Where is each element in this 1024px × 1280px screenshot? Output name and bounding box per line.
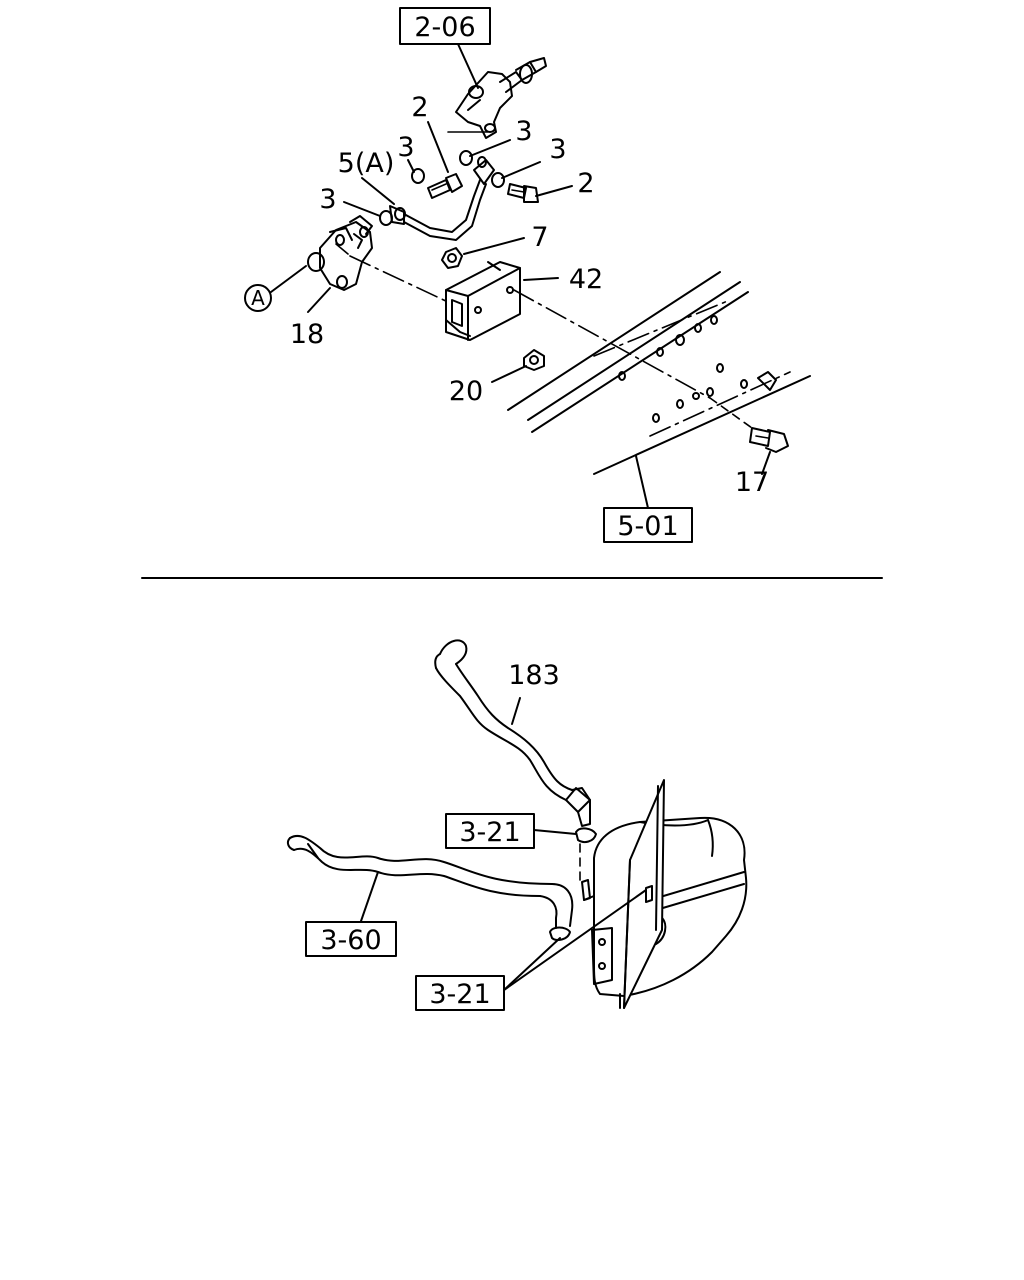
bracket-18 — [307, 215, 373, 291]
washer-3b — [411, 168, 425, 184]
leader-a — [270, 265, 307, 293]
circle-callout-a[interactable]: A — [244, 284, 272, 312]
ref-box-5-01-text: 5-01 — [617, 511, 678, 542]
leader-7 — [463, 237, 525, 255]
leader-3-21-upper — [533, 829, 577, 835]
label-3c: 3 — [319, 184, 336, 215]
label-7: 7 — [531, 222, 548, 253]
label-2b: 2 — [577, 168, 594, 199]
leader-20 — [491, 365, 527, 383]
leader-42 — [523, 277, 559, 281]
nut-20 — [523, 349, 545, 371]
frame-rail — [507, 271, 811, 475]
ref-box-3-60[interactable]: 3-60 — [305, 921, 397, 957]
assembly-line-2 — [513, 289, 711, 399]
leader-3-60 — [359, 871, 379, 925]
leader-2b — [535, 185, 573, 197]
hose-3-60 — [286, 834, 574, 929]
leader-2a — [427, 121, 449, 173]
pipe-5a — [389, 156, 495, 241]
label-3b: 3 — [397, 132, 414, 163]
hose-183 — [434, 639, 591, 827]
clip-lower — [549, 926, 571, 941]
ref-box-3-21-lower[interactable]: 3-21 — [415, 975, 505, 1011]
label-18: 18 — [290, 319, 324, 350]
leader-3c — [343, 201, 381, 217]
leader-5-01 — [635, 455, 649, 509]
leader-18 — [307, 287, 331, 313]
nut-7 — [441, 247, 463, 269]
bolt-2a — [427, 173, 463, 199]
ref-box-2-06[interactable]: 2-06 — [399, 7, 491, 45]
label-42: 42 — [569, 264, 603, 295]
leader-3b — [407, 159, 415, 173]
assembly-line-1 — [349, 255, 449, 303]
label-2a: 2 — [411, 92, 428, 123]
leader-3a — [469, 139, 511, 157]
circle-callout-a-text: A — [251, 286, 265, 310]
ref-box-5-01[interactable]: 5-01 — [603, 507, 693, 543]
label-20: 20 — [449, 376, 483, 407]
bolt-2b — [507, 183, 539, 203]
washer-3d — [491, 172, 505, 188]
label-3a: 3 — [515, 116, 532, 147]
ref-box-2-06-text: 2-06 — [414, 12, 475, 43]
module-42 — [445, 261, 521, 341]
label-5a: 5(A) — [338, 148, 395, 179]
upper-view: 2-06 — [244, 7, 811, 543]
leader-3-21-lower-a — [503, 937, 561, 991]
ref-box-3-21-lower-text: 3-21 — [429, 979, 490, 1010]
label-183: 183 — [508, 660, 560, 691]
leader-5a — [361, 177, 395, 205]
reservoir-tank — [581, 779, 748, 1009]
leader-3d — [501, 161, 541, 179]
washer-3a — [459, 150, 473, 166]
leader-183 — [511, 697, 521, 725]
valve-bracket — [455, 57, 547, 139]
clip-upper — [575, 827, 597, 881]
leader-3-21-lower-b — [503, 889, 647, 991]
label-3d: 3 — [549, 134, 566, 165]
ref-box-3-21-upper-text: 3-21 — [459, 817, 520, 848]
bolt-17 — [709, 397, 789, 453]
leader-2-06 — [457, 43, 479, 89]
label-17: 17 — [735, 467, 769, 498]
leader-17 — [761, 451, 771, 475]
ref-box-3-21-upper[interactable]: 3-21 — [445, 813, 535, 849]
ref-box-3-60-text: 3-60 — [320, 925, 381, 956]
lower-view: 3-21 3-60 3-21 183 — [286, 639, 748, 1011]
